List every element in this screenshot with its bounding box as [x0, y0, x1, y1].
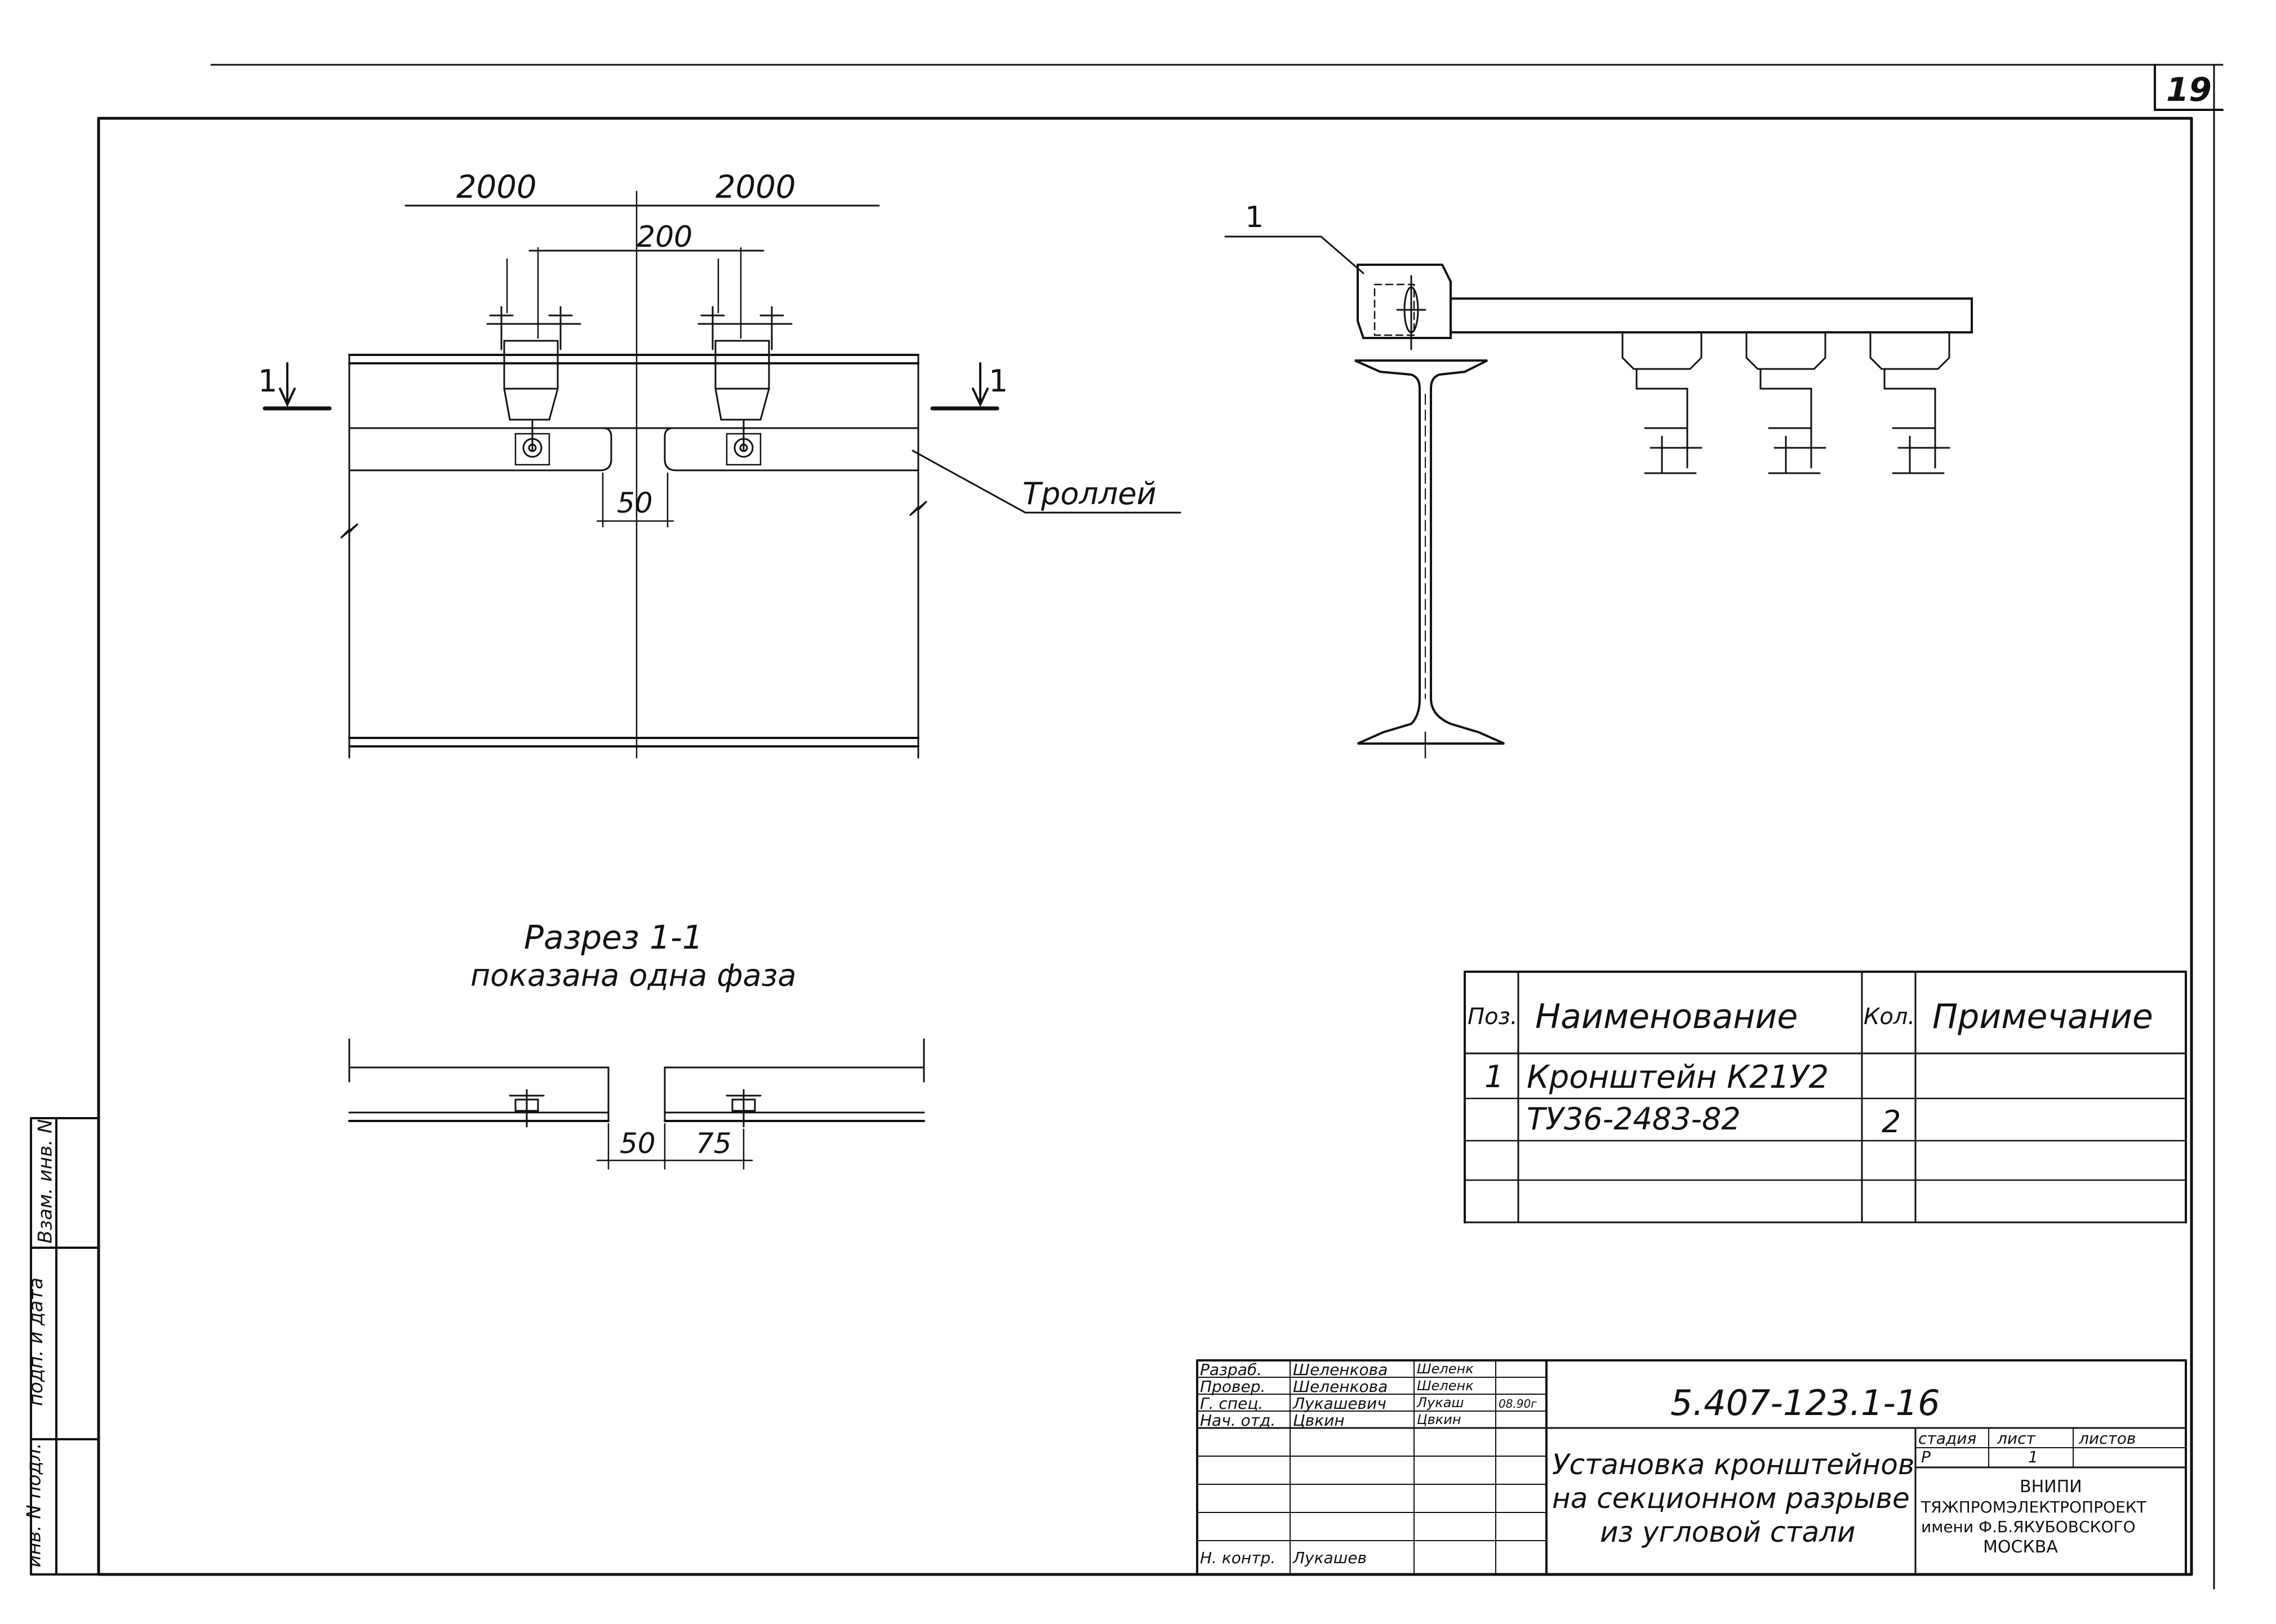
org-line-3: имени Ф.Б.ЯКУБОВСКОГО [1921, 1518, 2136, 1536]
role-norm-control-name: Лукашев [1293, 1549, 1367, 1567]
sheet-frame [97, 64, 2224, 1590]
role-department-head-sign: Цвкин [1417, 1412, 1461, 1427]
spec-header-note: Примечание [1932, 997, 2153, 1036]
section-title: Разрез 1-1 [524, 918, 703, 956]
dimension-2000-right: 2000 [715, 169, 796, 206]
role-chief-specialist: Г. спец. [1200, 1394, 1264, 1413]
role-chief-specialist-name: Лукашевич [1293, 1394, 1386, 1413]
position-mark-1: 1 [1245, 201, 1264, 234]
sheet-number: 19 [2166, 70, 2212, 109]
section-mark-left: 1 [258, 363, 278, 399]
side-view [1224, 235, 1973, 759]
spec-row-2-qty: 2 [1882, 1104, 1901, 1140]
spec-header-qty: Кол. [1864, 1004, 1915, 1030]
dimension-gap-50: 50 [617, 487, 653, 519]
sheet-value: 1 [2028, 1448, 2038, 1466]
section-dimension-50: 50 [620, 1127, 656, 1160]
role-developer-sign: Шеленк [1417, 1361, 1474, 1377]
role-department-head: Нач. отд. [1200, 1411, 1276, 1430]
drawing-title-line-1: Установка кронштейнов [1552, 1448, 1915, 1481]
spec-row-2-name: ТУ36-2483-82 [1527, 1101, 1741, 1137]
stage-value: Р [1921, 1448, 1931, 1466]
trolley-label: Троллей [1023, 476, 1157, 511]
org-line-2: ТЯЖПРОМЭЛЕКТРОПРОЕКТ [1921, 1498, 2146, 1516]
section-dimension-75: 75 [696, 1127, 732, 1160]
role-checker: Провер. [1200, 1377, 1266, 1396]
role-checker-name: Шеленкова [1293, 1377, 1388, 1396]
drawing-title-line-3: из угловой стали [1600, 1516, 1856, 1549]
plan-view [263, 190, 1181, 759]
role-checker-sign: Шеленк [1417, 1378, 1474, 1394]
role-chief-specialist-date: 08.90г [1499, 1397, 1537, 1411]
org-line-4: МОСКВА [1983, 1537, 2058, 1557]
section-view [348, 1038, 925, 1170]
role-norm-control: Н. контр. [1200, 1549, 1276, 1567]
side-stamp-substitute-inv: Взам. инв. N [34, 1119, 57, 1244]
side-stamp-sign-date: подп. и дата [25, 1277, 48, 1407]
dimension-200: 200 [637, 220, 693, 254]
stage-label: стадия [1918, 1429, 1977, 1448]
drawing-title-line-2: на секционном разрыве [1552, 1482, 1910, 1515]
spec-header-pos: Поз. [1468, 1004, 1518, 1030]
sheets-label: листов [2079, 1429, 2136, 1448]
side-stamp-frame [30, 1117, 100, 1576]
dimension-2000-left: 2000 [456, 169, 537, 206]
section-mark-right: 1 [989, 363, 1008, 399]
spec-header-name: Наименование [1535, 997, 1798, 1036]
spec-row-1-name: Кронштейн К21У2 [1527, 1059, 1829, 1096]
role-chief-specialist-sign: Лукаш [1417, 1395, 1464, 1411]
document-code: 5.407-123.1-16 [1670, 1382, 1940, 1423]
title-block-grid [1196, 1359, 2187, 1576]
spec-table-grid [1464, 971, 2187, 1223]
spec-row-1-pos: 1 [1484, 1059, 1504, 1094]
role-developer: Разраб. [1200, 1360, 1263, 1379]
role-department-head-name: Цвкин [1293, 1411, 1345, 1430]
org-line-1: ВНИПИ [2020, 1477, 2082, 1497]
sheet-label: лист [1997, 1429, 2035, 1448]
role-developer-name: Шеленкова [1293, 1360, 1388, 1379]
side-stamp-original-inv: инв. N подл. [23, 1443, 46, 1568]
section-subtitle: показана одна фаза [470, 958, 797, 993]
